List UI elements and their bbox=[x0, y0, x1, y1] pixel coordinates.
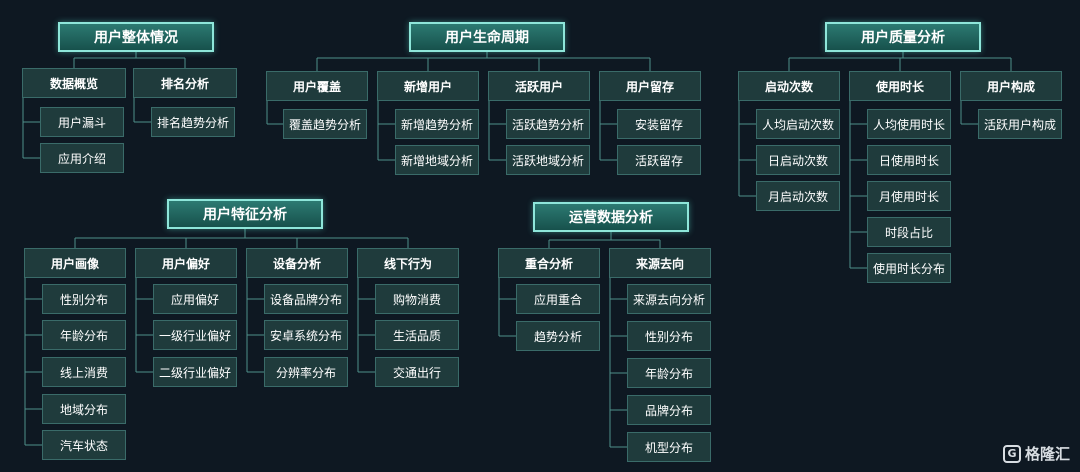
leaf-node: 年龄分布 bbox=[627, 358, 711, 388]
leaf-node: 机型分布 bbox=[627, 432, 711, 462]
leaf-node: 安卓系统分布 bbox=[264, 320, 348, 350]
category-node: 使用时长 bbox=[849, 71, 951, 101]
leaf-node: 活跃地域分析 bbox=[506, 145, 590, 175]
leaf-node: 新增趋势分析 bbox=[395, 109, 479, 139]
group-title: 用户生命周期 bbox=[409, 22, 565, 52]
logo-icon: G bbox=[1002, 444, 1021, 463]
category-node: 用户画像 bbox=[24, 248, 126, 278]
group-title: 用户整体情况 bbox=[58, 22, 214, 52]
category-node: 活跃用户 bbox=[488, 71, 590, 101]
leaf-node: 用户漏斗 bbox=[40, 107, 124, 137]
group-title: 用户特征分析 bbox=[167, 199, 323, 229]
category-node: 用户构成 bbox=[960, 71, 1062, 101]
group-title: 用户质量分析 bbox=[825, 22, 981, 52]
leaf-node: 性别分布 bbox=[627, 321, 711, 351]
leaf-node: 活跃留存 bbox=[617, 145, 701, 175]
leaf-node: 人均启动次数 bbox=[756, 109, 840, 139]
category-node: 用户覆盖 bbox=[266, 71, 368, 101]
logo-text: 格隆汇 bbox=[1024, 445, 1070, 463]
leaf-node: 新增地域分析 bbox=[395, 145, 479, 175]
leaf-node: 年龄分布 bbox=[42, 320, 126, 350]
leaf-node: 汽车状态 bbox=[42, 430, 126, 460]
leaf-node: 性别分布 bbox=[42, 284, 126, 314]
leaf-node: 月使用时长 bbox=[867, 181, 951, 211]
leaf-node: 安装留存 bbox=[617, 109, 701, 139]
category-node: 用户偏好 bbox=[135, 248, 237, 278]
leaf-node: 设备品牌分布 bbox=[264, 284, 348, 314]
category-node: 设备分析 bbox=[246, 248, 348, 278]
leaf-node: 交通出行 bbox=[375, 357, 459, 387]
leaf-node: 时段占比 bbox=[867, 217, 951, 247]
leaf-node: 分辨率分布 bbox=[264, 357, 348, 387]
leaf-node: 地域分布 bbox=[42, 394, 126, 424]
leaf-node: 应用介绍 bbox=[40, 143, 124, 173]
category-node: 重合分析 bbox=[498, 248, 600, 278]
leaf-node: 人均使用时长 bbox=[867, 109, 951, 139]
leaf-node: 购物消费 bbox=[375, 284, 459, 314]
leaf-node: 来源去向分析 bbox=[627, 284, 711, 314]
leaf-node: 活跃趋势分析 bbox=[506, 109, 590, 139]
leaf-node: 趋势分析 bbox=[516, 321, 600, 351]
leaf-node: 覆盖趋势分析 bbox=[283, 109, 367, 139]
group-title: 运营数据分析 bbox=[533, 202, 689, 232]
category-node: 线下行为 bbox=[357, 248, 459, 278]
category-node: 排名分析 bbox=[133, 68, 237, 98]
category-node: 数据概览 bbox=[22, 68, 126, 98]
category-node: 用户留存 bbox=[599, 71, 701, 101]
leaf-node: 生活品质 bbox=[375, 320, 459, 350]
watermark-logo: G 格隆汇 bbox=[1002, 443, 1070, 464]
leaf-node: 应用重合 bbox=[516, 284, 600, 314]
leaf-node: 日启动次数 bbox=[756, 145, 840, 175]
leaf-node: 活跃用户构成 bbox=[978, 109, 1062, 139]
category-node: 新增用户 bbox=[377, 71, 479, 101]
leaf-node: 线上消费 bbox=[42, 357, 126, 387]
leaf-node: 二级行业偏好 bbox=[153, 357, 237, 387]
leaf-node: 品牌分布 bbox=[627, 395, 711, 425]
leaf-node: 应用偏好 bbox=[153, 284, 237, 314]
category-node: 来源去向 bbox=[609, 248, 711, 278]
leaf-node: 月启动次数 bbox=[756, 181, 840, 211]
leaf-node: 排名趋势分析 bbox=[151, 107, 235, 137]
leaf-node: 日使用时长 bbox=[867, 145, 951, 175]
category-node: 启动次数 bbox=[738, 71, 840, 101]
leaf-node: 一级行业偏好 bbox=[153, 320, 237, 350]
leaf-node: 使用时长分布 bbox=[867, 253, 951, 283]
